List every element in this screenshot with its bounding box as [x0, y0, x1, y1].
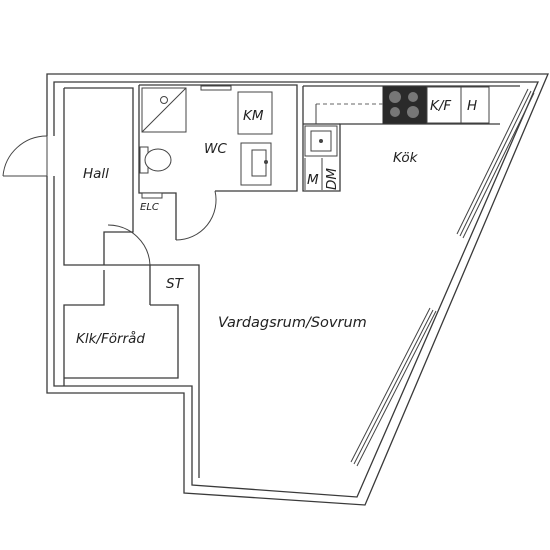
- shower: [141, 87, 187, 133]
- m-dm-dividers: [304, 158, 323, 190]
- wc-sink: [240, 142, 272, 186]
- fridge-box: [426, 86, 462, 124]
- fixture-label-kf: K/F: [430, 98, 451, 114]
- outer-walls: [46, 73, 549, 506]
- window-upper: [456, 88, 535, 239]
- fixture-label-km: KM: [243, 108, 264, 124]
- window-lower: [350, 307, 437, 467]
- room-label-kok: Kök: [393, 150, 419, 166]
- fixture-label-st: ST: [166, 276, 185, 292]
- fixture-label-h: H: [467, 98, 477, 114]
- room-label-vardagsrum-sovrum: Vardagsrum/Sovrum: [218, 315, 367, 331]
- fixture-label-elc: ELC: [140, 202, 159, 213]
- cabinet-h-box: [460, 86, 490, 124]
- door-frame: [200, 85, 232, 91]
- room-label-wc: WC: [204, 141, 227, 157]
- entrance-door: [2, 135, 56, 177]
- washing-machine-box: [237, 91, 273, 135]
- fixture-label-dm: DM: [324, 168, 340, 190]
- stove: [382, 86, 428, 124]
- room-label-klk-forrad: Klk/Förråd: [76, 330, 145, 347]
- toilet: [139, 146, 172, 174]
- elc-box: [141, 192, 163, 199]
- kitchen-sink: [304, 125, 338, 157]
- fixture-label-m: M: [307, 172, 319, 188]
- room-label-hall: Hall: [83, 166, 109, 182]
